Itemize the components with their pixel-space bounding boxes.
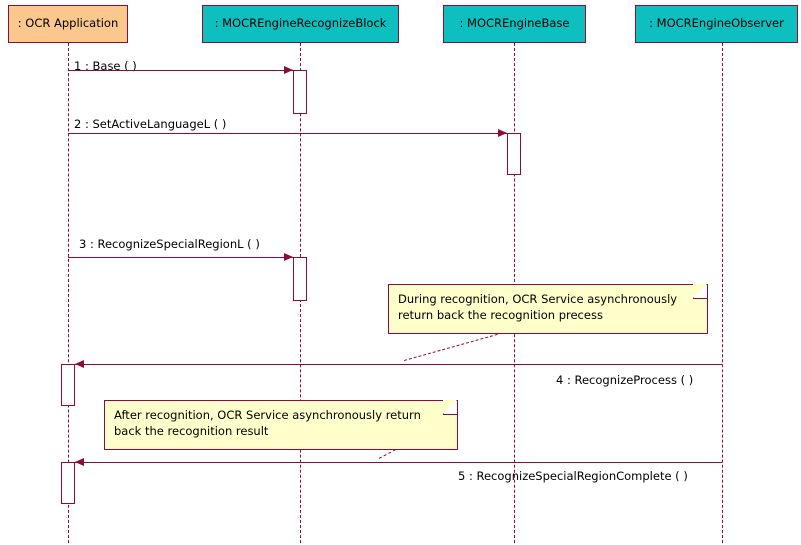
message-arrowhead-3: [284, 253, 293, 261]
note-text-during-recognition: During recognition, OCR Service asynchro…: [398, 292, 678, 322]
message-label-5: 5 : RecognizeSpecialRegionComplete ( ): [458, 469, 688, 483]
activation-mocrengine-recognize-block-2: [293, 257, 307, 301]
lifeline-head-mocrengine-recognize-block[interactable]: : MOCREngineRecognizeBlock: [202, 5, 399, 43]
activation-ocr-application-2: [61, 462, 75, 504]
activation-mocrengine-base-1: [507, 133, 521, 175]
note-after-recognition: After recognition, OCR Service asynchron…: [104, 400, 458, 450]
message-line-2[interactable]: [68, 133, 507, 134]
lifeline-ocr-application: [68, 43, 69, 543]
note-fold-icon: [443, 400, 457, 415]
message-arrowhead-1: [284, 66, 293, 74]
note-connector-during-recognition: [404, 334, 498, 361]
lifeline-head-mocrengine-observer[interactable]: : MOCREngineObserver: [635, 5, 798, 43]
lifeline-head-mocrengine-base[interactable]: : MOCREngineBase: [443, 5, 586, 43]
message-label-2: 2 : SetActiveLanguageL ( ): [74, 117, 227, 131]
lifeline-label-ocr-application: : OCR Application: [17, 16, 119, 31]
message-arrowhead-2: [498, 129, 507, 137]
lifeline-label-mocrengine-observer: : MOCREngineObserver: [649, 16, 784, 31]
note-fold-icon: [693, 284, 707, 299]
message-label-4: 4 : RecognizeProcess ( ): [556, 373, 694, 387]
lifeline-head-ocr-application[interactable]: : OCR Application: [8, 5, 128, 43]
activation-ocr-application-1: [61, 364, 75, 406]
message-line-4[interactable]: [75, 364, 722, 365]
message-line-1[interactable]: [68, 70, 293, 71]
note-connector-after-recognition: [378, 449, 396, 460]
message-arrowhead-4: [75, 360, 84, 368]
message-line-3[interactable]: [68, 257, 293, 258]
message-label-1: 1 : Base ( ): [74, 59, 137, 73]
activation-mocrengine-recognize-block-1: [293, 70, 307, 114]
note-during-recognition: During recognition, OCR Service asynchro…: [388, 284, 708, 334]
lifeline-label-mocrengine-base: : MOCREngineBase: [459, 16, 570, 31]
message-arrowhead-5: [75, 458, 84, 466]
message-line-5[interactable]: [75, 462, 722, 463]
note-text-after-recognition: After recognition, OCR Service asynchron…: [114, 408, 421, 438]
lifeline-label-mocrengine-recognize-block: : MOCREngineRecognizeBlock: [214, 16, 387, 31]
message-label-3: 3 : RecognizeSpecialRegionL ( ): [79, 237, 260, 251]
lifeline-mocrengine-observer: [722, 43, 723, 543]
